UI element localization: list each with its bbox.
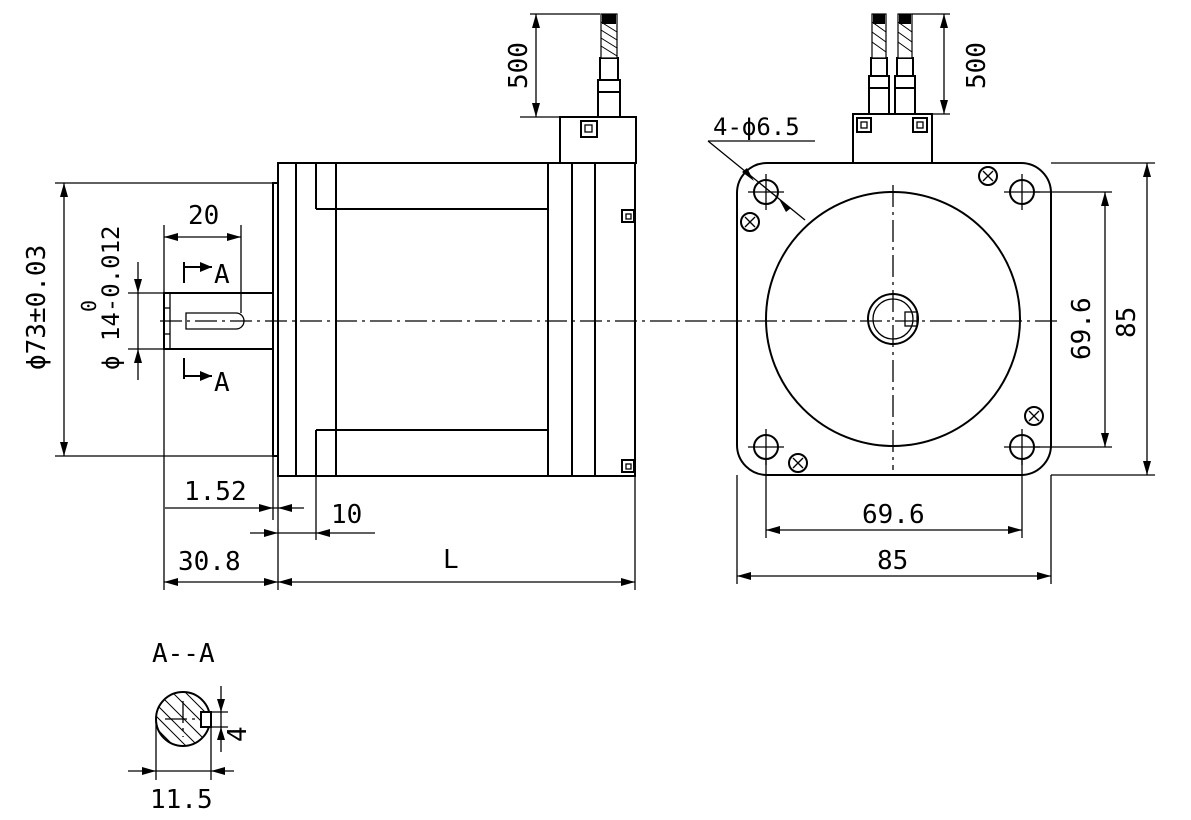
side-view: A A 500 20 — [22, 13, 1060, 590]
dim-flange-vertical: 85 — [1051, 162, 1155, 476]
front-flange — [736, 162, 1052, 476]
dim-lengths: 30.8 L — [164, 545, 635, 586]
section-marks: A A — [183, 260, 230, 398]
shaft — [163, 292, 274, 350]
section-hatch — [156, 692, 210, 746]
screw-1 — [740, 212, 760, 232]
dim-front-cable: 500 — [912, 13, 992, 115]
screw-3 — [1024, 406, 1044, 426]
section-mark-top: A — [214, 260, 230, 290]
flange-thickness-label: 10 — [331, 500, 362, 530]
flange-vertical-label: 85 — [1112, 307, 1142, 338]
screw-4 — [788, 453, 808, 473]
pilot-dia-label: ϕ73±0.03 — [22, 245, 52, 370]
dim-shaft-length: 20 — [163, 201, 242, 313]
motor-body — [272, 162, 636, 477]
front-pilot-circle — [765, 191, 1021, 447]
dim-bolt-vertical: 69.6 — [1035, 191, 1112, 448]
section-keyway — [200, 711, 212, 728]
shaft-extension-label: 30.8 — [178, 547, 241, 577]
side-connector — [559, 13, 637, 164]
width-across-label: 11.5 — [150, 785, 213, 815]
body-length-label: L — [443, 545, 459, 575]
pilot-height-label: 1.52 — [184, 477, 247, 507]
screw-2 — [978, 166, 998, 186]
side-cable-length: 500 — [504, 42, 534, 89]
shaft-dia-label: ϕ 14-0.012 — [97, 226, 125, 371]
section-mark-bottom: A — [214, 368, 230, 398]
bolt-horizontal-label: 69.6 — [862, 500, 925, 530]
front-view: 500 4-ϕ6.5 69.6 85 — [707, 13, 1155, 584]
dim-flange-thickness: 10 — [250, 500, 375, 537]
rear-screw-bottom — [621, 459, 635, 473]
dim-shaft-dia: ϕ 14-0.012 0 — [77, 226, 164, 380]
dim-bolt-horizontal: 69.6 — [765, 459, 1023, 538]
front-cable-length: 500 — [962, 42, 992, 89]
shaft-tol-upper: 0 — [77, 300, 101, 312]
shaft-length-label: 20 — [188, 201, 219, 231]
bolt-vertical-label: 69.6 — [1067, 297, 1097, 360]
mount-holes-label: 4-ϕ6.5 — [713, 113, 800, 141]
section-view: A--A 4 11.5 — [128, 639, 253, 815]
dim-side-cable: 500 — [504, 13, 600, 118]
dim-flange-horizontal: 85 — [736, 475, 1052, 584]
dim-mount-holes: 4-ϕ6.5 — [707, 113, 815, 221]
section-title: A--A — [152, 639, 215, 669]
mount-hole-tr — [1004, 174, 1040, 210]
mount-hole-tl — [748, 174, 784, 210]
dim-pilot-height: 1.52 — [165, 477, 304, 512]
rear-screw-top — [621, 209, 635, 223]
front-connector — [852, 13, 933, 164]
keyway-depth-label: 4 — [223, 726, 253, 742]
flange-horizontal-label: 85 — [877, 546, 908, 576]
keyway — [185, 312, 245, 330]
front-shaft-end — [867, 293, 919, 345]
dim-pilot-dia: ϕ73±0.03 — [22, 182, 273, 457]
